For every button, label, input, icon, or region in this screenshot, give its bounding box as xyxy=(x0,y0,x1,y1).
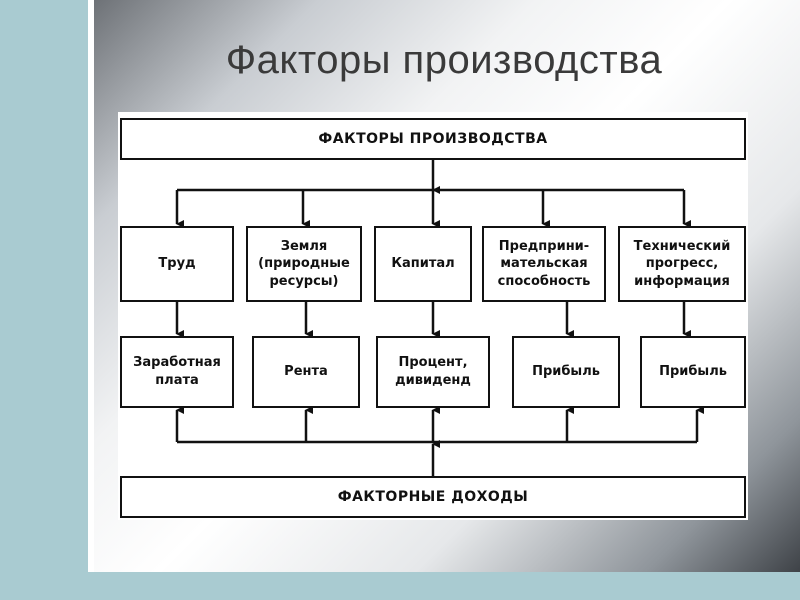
income-box-profit-entrepreneur: Прибыль xyxy=(512,336,620,408)
income-box-interest: Процент, дивиденд xyxy=(376,336,490,408)
income-box-profit-tech: Прибыль xyxy=(640,336,746,408)
income-box-wages: Заработная плата xyxy=(120,336,234,408)
factors-of-production-box: ФАКТОРЫ ПРОИЗВОДСТВА xyxy=(120,118,746,160)
left-background-strip xyxy=(0,0,88,600)
slide-title: Факторы производства xyxy=(225,38,663,82)
factor-box-entrepreneurship: Предприни-мательская способность xyxy=(482,226,606,302)
slide-left-border xyxy=(88,0,94,572)
income-box-rent: Рента xyxy=(252,336,360,408)
factor-box-tech-progress: Технический прогресс, информация xyxy=(618,226,746,302)
diagram-panel xyxy=(118,112,748,520)
factor-box-land: Земля (природные ресурсы) xyxy=(246,226,362,302)
factor-incomes-box: ФАКТОРНЫЕ ДОХОДЫ xyxy=(120,476,746,518)
factor-box-capital: Капитал xyxy=(374,226,472,302)
factor-box-labor: Труд xyxy=(120,226,234,302)
bottom-background-strip xyxy=(0,572,800,600)
